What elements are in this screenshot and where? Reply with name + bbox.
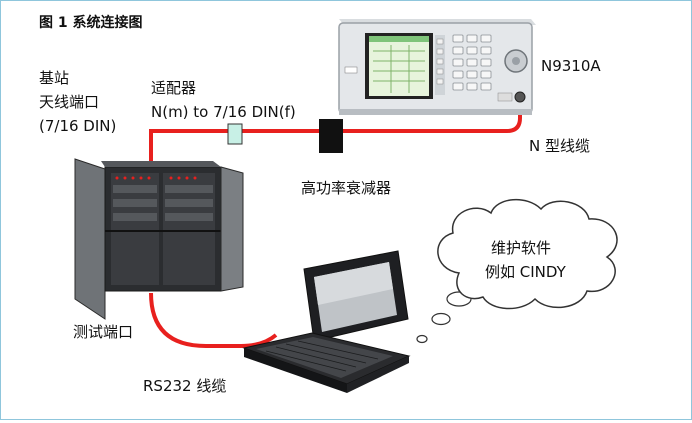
n-cable-label: N 型线缆 — [529, 137, 590, 155]
cloud-text-line1: 维护软件 — [491, 239, 551, 257]
thought-bubble-medium — [431, 312, 451, 326]
rf-cable-base-to-attenuator — [149, 129, 330, 171]
red-cables — [149, 101, 522, 348]
base-station-cabinet-icon — [74, 158, 244, 320]
attenuator-icon — [319, 119, 343, 153]
adapter-spec-label: N(m) to 7/16 DIN(f) — [151, 103, 296, 121]
n-type-cable — [342, 101, 522, 133]
analyzer-rf-port — [514, 91, 526, 103]
analyzer-label: N9310A — [541, 57, 601, 75]
laptop-icon — [242, 250, 411, 393]
cloud-shape — [437, 198, 618, 310]
analyzer-n9310a-icon — [338, 19, 536, 115]
figure-title: 图 1 系统连接图 — [39, 14, 143, 31]
din-spec-label: (7/16 DIN) — [39, 117, 116, 135]
antenna-port-label: 天线端口 — [39, 93, 99, 111]
adapter-label: 适配器 — [151, 79, 196, 97]
rs232-cable — [149, 292, 278, 348]
test-port-label: 测试端口 — [73, 323, 133, 341]
cloud-text-line2: 例如 CINDY — [485, 263, 567, 281]
attenuator-label: 高功率衰减器 — [301, 179, 391, 197]
thought-bubble-small — [416, 334, 428, 344]
adapter-icon — [227, 123, 243, 145]
rs232-label: RS232 线缆 — [143, 377, 226, 395]
base-station-label: 基站 — [39, 69, 69, 87]
